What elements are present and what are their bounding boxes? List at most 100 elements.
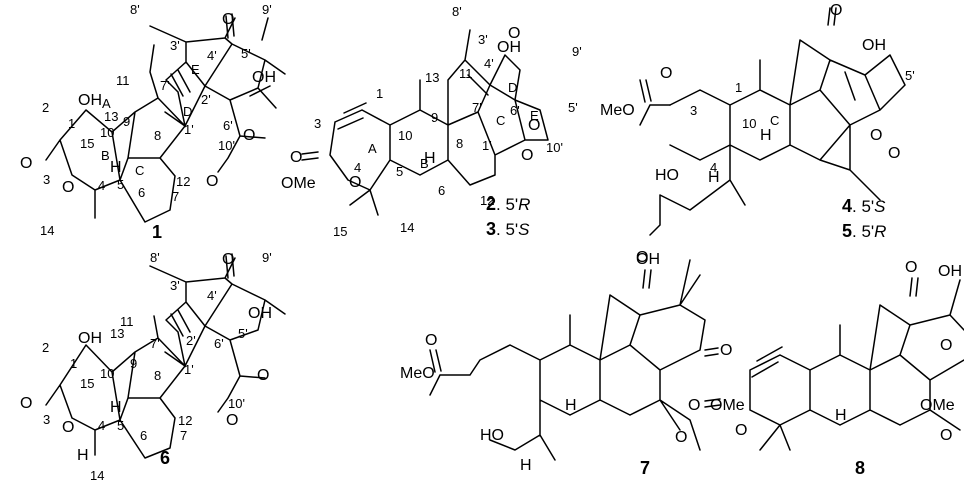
atom-number: 7	[180, 428, 187, 443]
configuration-label: . 5'S	[496, 220, 530, 239]
atom-number: 14	[400, 220, 414, 235]
atom-label: OMe	[920, 397, 955, 414]
atom-number: 6'	[510, 103, 520, 118]
atom-label: H	[424, 150, 436, 167]
atom-label: HO	[655, 167, 679, 184]
compound-6-structure: OH OH O O O O O H H 1 2 3 4 5 6 7 8 9 10…	[20, 250, 286, 483]
atom-label: H	[835, 407, 847, 424]
configuration-label: . 5'R	[496, 195, 530, 214]
atom-number: 5'	[905, 68, 915, 83]
atom-number: 9'	[262, 2, 272, 17]
atom-number: 4	[354, 160, 361, 175]
atom-label: OH	[248, 305, 272, 322]
atom-number: 9	[123, 114, 130, 129]
atom-label: O	[508, 25, 520, 42]
atom-number: 5	[117, 177, 124, 192]
atom-label: O	[905, 259, 917, 276]
atom-number: 1	[735, 80, 742, 95]
atom-number: 10	[100, 366, 114, 381]
atom-label: H	[77, 447, 89, 464]
atom-number: 3	[690, 103, 697, 118]
ring-label: C	[496, 113, 505, 128]
atom-number: 1	[70, 356, 77, 371]
atom-number: 11	[120, 314, 134, 329]
atom-number: 6	[438, 183, 445, 198]
atom-number: 1	[68, 116, 75, 131]
atom-label: O	[20, 395, 32, 412]
atom-number: 10	[398, 128, 412, 143]
atom-number: 7'	[472, 100, 482, 115]
atom-label: H	[760, 127, 772, 144]
atom-label: OH	[252, 69, 276, 86]
compound-2-structure: OH O O O O O H A B C D E 1 3 4 5 6 8 9 1…	[290, 4, 582, 239]
atom-number: 5'	[238, 326, 248, 341]
atom-label: O	[425, 332, 437, 349]
ring-label: B	[420, 156, 429, 171]
atom-number: 6	[138, 185, 145, 200]
ring-label: E	[191, 62, 200, 77]
atom-number: 6'	[223, 118, 233, 133]
atom-label: O	[675, 429, 687, 446]
atom-label: O	[870, 127, 882, 144]
ring-label: B	[101, 148, 110, 163]
atom-label: OMe	[281, 175, 316, 192]
atom-number: 8	[456, 136, 463, 151]
ring-label: D	[508, 80, 517, 95]
compound-8-structure: OH O O O OMe O O H 8	[688, 259, 964, 478]
atom-number: 12	[480, 193, 494, 208]
atom-number: 4'	[207, 48, 217, 63]
atom-number: 8'	[452, 4, 462, 19]
atom-number: 3'	[478, 32, 488, 47]
atom-label: O	[222, 251, 234, 268]
atom-number: 13	[425, 70, 439, 85]
atom-number: 8	[154, 368, 161, 383]
atom-number: 12	[176, 174, 190, 189]
atom-number: 2'	[201, 92, 211, 107]
atom-label: OH	[636, 251, 660, 268]
atom-number: 15	[80, 136, 94, 151]
atom-number: 3'	[170, 38, 180, 53]
atom-number: 9'	[572, 44, 582, 59]
atom-number: 13	[110, 326, 124, 341]
atom-number: 3'	[170, 278, 180, 293]
atom-label: O	[243, 127, 255, 144]
atom-number: 4	[98, 418, 105, 433]
atom-label: O	[720, 342, 732, 359]
atom-number: 4	[98, 178, 105, 193]
atom-number: 1'	[184, 122, 194, 137]
ring-label: E	[530, 108, 539, 123]
configuration-label: . 5'R	[852, 222, 886, 241]
atom-label: H	[520, 457, 532, 474]
atom-number: 6'	[214, 336, 224, 351]
atom-label: O	[222, 11, 234, 28]
atom-number: 5'	[241, 46, 251, 61]
atom-label: OH	[862, 37, 886, 54]
atom-number: 13	[104, 109, 118, 124]
atom-label: H	[708, 169, 720, 186]
ring-label: A	[368, 141, 377, 156]
atom-number: 1'	[184, 362, 194, 377]
atom-number: 9	[130, 356, 137, 371]
configuration-label: . 5'S	[852, 197, 886, 216]
atom-label: O	[206, 173, 218, 190]
atom-label: OH	[938, 263, 962, 280]
atom-number: 11	[459, 66, 473, 81]
atom-label: O	[62, 419, 74, 436]
atom-label: HO	[480, 427, 504, 444]
atom-number: 9'	[262, 250, 272, 265]
atom-label: O	[636, 249, 648, 266]
compound-4-structure: OH MeO O O O O HO H H C 1 3 4 10 5' 4 . …	[600, 2, 915, 241]
atom-label: O	[830, 2, 842, 19]
compound-id: 3	[486, 219, 496, 239]
atom-number: 11	[116, 73, 130, 88]
atom-number: 8'	[150, 250, 160, 265]
compound-id: 6	[160, 448, 170, 468]
atom-number: 3	[43, 172, 50, 187]
atom-number: 10'	[218, 138, 235, 153]
atom-number: 10'	[546, 140, 563, 155]
atom-number: 14	[90, 468, 104, 483]
compound-1-structure: OH OH O O O O O OMe H A B C D E 1 2 3 4 …	[20, 2, 316, 242]
atom-label: O	[688, 397, 700, 414]
atom-label: H	[565, 397, 577, 414]
